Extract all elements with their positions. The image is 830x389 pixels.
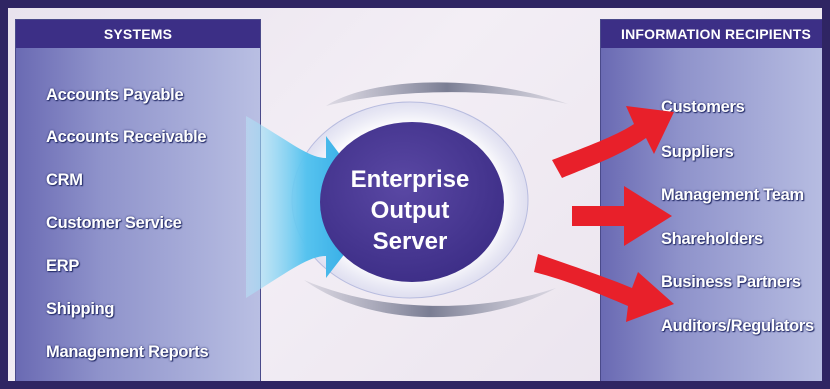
red-arrow-middle <box>572 186 672 246</box>
red-arrow-top <box>552 106 674 178</box>
swoosh-bottom <box>304 280 556 318</box>
recipient-item-suppliers: Suppliers <box>661 143 734 161</box>
red-arrow-bottom <box>534 254 674 322</box>
system-item-shipping: Shipping <box>46 300 115 318</box>
recipient-item-auditors-regulators: Auditors/Regulators <box>661 317 814 335</box>
hub-label: Enterprise Output Server <box>340 164 480 257</box>
hub-label-line-2: Output <box>370 197 450 224</box>
recipients-panel: INFORMATION RECIPIENTS Customers Supplie… <box>600 19 822 381</box>
system-item-accounts-receivable: Accounts Receivable <box>46 128 207 146</box>
recipient-item-shareholders: Shareholders <box>661 230 763 248</box>
hub-label-line-3: Server <box>372 228 448 255</box>
system-item-management-reports: Management Reports <box>46 343 209 361</box>
system-item-customer-service: Customer Service <box>46 214 182 232</box>
recipient-item-customers: Customers <box>661 98 745 116</box>
system-item-accounts-payable: Accounts Payable <box>46 86 184 104</box>
recipient-item-management-team: Management Team <box>661 186 804 204</box>
diagram-canvas: SYSTEMS Accounts Payable Accounts Receiv… <box>8 8 822 381</box>
hub-ellipse <box>320 122 504 282</box>
swoosh-top <box>326 82 568 106</box>
systems-header: SYSTEMS <box>16 20 260 48</box>
system-item-erp: ERP <box>46 257 80 275</box>
recipient-item-business-partners: Business Partners <box>661 273 801 291</box>
systems-panel: SYSTEMS Accounts Payable Accounts Receiv… <box>15 19 261 381</box>
recipients-header: INFORMATION RECIPIENTS <box>601 20 822 48</box>
system-item-crm: CRM <box>46 171 83 189</box>
hub-graphic <box>246 82 674 322</box>
hub-label-line-1: Enterprise <box>350 166 470 193</box>
funnel-arrow <box>246 116 380 298</box>
